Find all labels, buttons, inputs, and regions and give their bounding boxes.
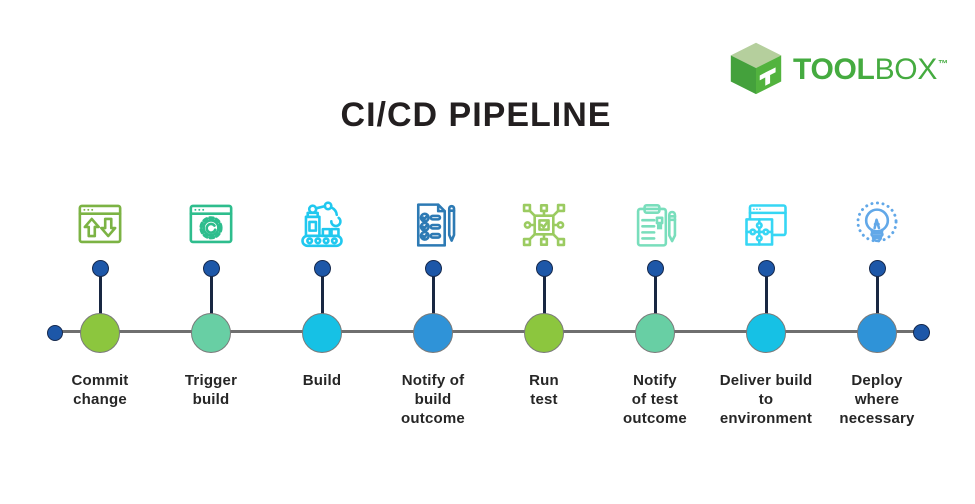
connector-line — [209, 268, 213, 333]
connector-line — [98, 268, 102, 333]
connector-dot — [646, 259, 664, 277]
stage-label: Trigger build — [184, 372, 238, 408]
connector-line — [320, 268, 324, 333]
connector-dot — [868, 259, 886, 277]
toolbox-logo: TOOLBOX™ — [728, 40, 948, 96]
connector-line — [764, 268, 768, 333]
browser-gear-icon — [153, 194, 269, 256]
pipeline-stage-deploy: Deploy where necessary — [819, 194, 935, 439]
timeline-end-dot — [913, 324, 930, 341]
stage-label: Run test — [529, 372, 559, 408]
pipeline-stage-build: Build — [264, 194, 380, 439]
browser-sync-arrows-icon — [42, 194, 158, 256]
logo-wordmark: TOOLBOX™ — [793, 51, 948, 85]
pipeline-stage-commit-change: Commit change — [42, 194, 158, 439]
pipeline-stage-notify-test-outcome: Notify of test outcome — [597, 194, 713, 439]
timeline-start-dot — [47, 325, 63, 341]
connector-dot — [757, 259, 775, 277]
connector-dot — [202, 259, 220, 277]
connector-dot — [313, 259, 331, 277]
connector-dot — [535, 259, 553, 277]
browser-puzzle-icon — [708, 194, 824, 256]
stage-circle — [191, 313, 231, 353]
toolbox-cube-icon — [730, 42, 782, 95]
pipeline-stage-trigger-build: Trigger build — [153, 194, 269, 439]
lightbulb-icon — [819, 194, 935, 256]
stage-circle — [746, 313, 786, 353]
stage-circle — [413, 313, 453, 353]
clipboard-pencil-icon — [597, 194, 713, 256]
stage-circle — [524, 313, 564, 353]
pipeline-stage-notify-build-outcome: Notify of build outcome — [375, 194, 491, 439]
robot-arm-icon — [264, 194, 380, 256]
stage-circle — [857, 313, 897, 353]
stage-label: Commit change — [71, 372, 129, 408]
stage-circle — [635, 313, 675, 353]
connector-dot — [91, 259, 109, 277]
logo-trademark: ™ — [938, 59, 948, 70]
stage-circle — [302, 313, 342, 353]
stage-label: Deliver build to environment — [719, 372, 813, 427]
connector-dot — [424, 259, 442, 277]
connector-line — [875, 268, 879, 333]
stage-circle — [80, 313, 120, 353]
checklist-pen-icon — [375, 194, 491, 256]
connector-line — [653, 268, 657, 333]
pipeline-stage-deliver-build: Deliver build to environment — [708, 194, 824, 439]
logo-text-light: BOX — [874, 53, 938, 86]
stage-label: Notify of test outcome — [623, 372, 687, 427]
stage-label: Build — [302, 372, 342, 389]
connector-line — [542, 268, 546, 333]
circuit-check-icon — [486, 194, 602, 256]
connector-line — [431, 268, 435, 333]
stage-label: Deploy where necessary — [839, 372, 915, 427]
stage-label: Notify of build outcome — [401, 372, 465, 427]
timeline-line — [55, 330, 922, 333]
logo-text-bold: TOOL — [793, 53, 875, 86]
page-title: CI/CD PIPELINE — [340, 96, 612, 134]
pipeline-stage-run-test: Run test — [486, 194, 602, 439]
